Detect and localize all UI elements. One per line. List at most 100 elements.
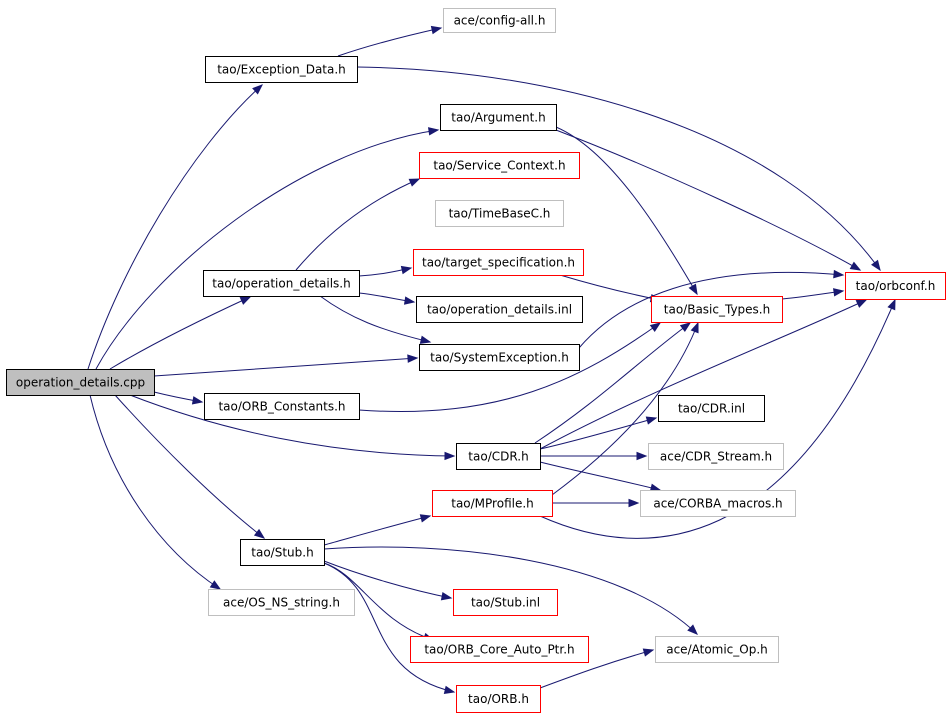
node-label: ace/Atomic_Op.h <box>666 643 768 657</box>
edge-stub_h-to-stub_inl <box>323 560 453 601</box>
edge-operation_details_cpp-to-stub_h <box>114 394 266 539</box>
node-cdr-inl[interactable]: tao/CDR.inl <box>658 395 765 422</box>
node-corba-macros[interactable]: ace/CORBA_macros.h <box>640 490 796 517</box>
node-box <box>205 56 358 83</box>
node-label: ace/config-all.h <box>454 14 546 28</box>
edge-line <box>129 394 455 457</box>
node-box <box>432 490 553 517</box>
edge-operation_details_cpp-to-argument <box>95 127 440 370</box>
node-system-exception[interactable]: tao/SystemException.h <box>419 344 580 371</box>
node-operation-details-cpp[interactable]: operation_details.cpp <box>6 369 155 396</box>
edge-arrowhead <box>407 354 419 363</box>
node-box <box>416 296 583 323</box>
node-stub-inl[interactable]: tao/Stub.inl <box>453 589 558 616</box>
node-os-ns-string[interactable]: ace/OS_NS_string.h <box>208 589 355 616</box>
node-orb-constants[interactable]: tao/ORB_Constants.h <box>204 393 360 420</box>
edge-mprofile-to-orbconf <box>539 298 896 539</box>
node-box <box>203 270 360 297</box>
node-label: tao/operation_details.h <box>212 277 350 291</box>
edge-line <box>89 394 221 590</box>
node-label: tao/SystemException.h <box>430 351 569 365</box>
node-box <box>456 685 541 713</box>
node-config-all[interactable]: ace/config-all.h <box>443 8 556 33</box>
edge-line <box>555 129 861 271</box>
edge-line <box>539 299 896 539</box>
node-box <box>440 104 557 131</box>
edge-line <box>337 27 442 57</box>
edge-cdr_h-to-cdr_stream <box>540 451 648 461</box>
node-box <box>208 589 355 616</box>
edge-line <box>358 322 661 413</box>
edge-stub_h-to-mprofile <box>323 514 432 546</box>
node-box <box>658 395 765 422</box>
edge-arrowhead <box>239 296 252 305</box>
edge-cdr_h-to-orbconf <box>539 299 868 450</box>
node-operation-details-h[interactable]: tao/operation_details.h <box>203 270 360 297</box>
edge-arrowhead <box>252 84 264 95</box>
node-label: tao/CDR.h <box>468 450 528 464</box>
edge-system_exception-to-orbconf <box>578 269 845 349</box>
node-orb-h[interactable]: tao/ORB.h <box>456 685 541 713</box>
node-orb-core-auto-ptr[interactable]: tao/ORB_Core_Auto_Ptr.h <box>410 636 589 663</box>
node-box <box>6 369 155 396</box>
node-argument[interactable]: tao/Argument.h <box>440 104 557 131</box>
node-label: tao/Stub.h <box>251 546 313 560</box>
node-stub-h[interactable]: tao/Stub.h <box>240 539 325 566</box>
node-label: ace/CDR_Stream.h <box>660 450 772 464</box>
edge-line <box>578 271 844 349</box>
edge-line <box>323 560 452 599</box>
edge-operation_details_h-to-system_exception <box>319 295 432 344</box>
edge-line <box>295 178 420 271</box>
edge-orb_constants-to-basic_types <box>358 322 662 413</box>
edge-operation_details_cpp-to-exception_data <box>87 84 264 370</box>
node-orbconf[interactable]: tao/orbconf.h <box>845 272 946 300</box>
edge-line <box>539 417 657 450</box>
edge-arrowhead <box>419 514 432 523</box>
node-basic-types[interactable]: tao/Basic_Types.h <box>651 296 783 323</box>
edge-operation_details_cpp-to-os_ns_string <box>89 394 222 590</box>
edge-arrowhead <box>649 322 662 332</box>
edge-arrowhead <box>444 451 456 461</box>
node-atomic-op[interactable]: ace/Atomic_Op.h <box>655 636 779 663</box>
edge-line <box>551 322 699 496</box>
node-timebasec[interactable]: tao/TimeBaseC.h <box>435 200 564 227</box>
node-label: tao/CDR.inl <box>678 402 745 416</box>
edge-arrowhead <box>690 321 699 334</box>
edge-line <box>323 515 431 546</box>
node-cdr-h[interactable]: tao/CDR.h <box>456 443 541 470</box>
edge-line <box>319 295 431 343</box>
node-label: tao/Argument.h <box>451 111 545 125</box>
node-label: operation_details.cpp <box>16 376 145 390</box>
node-operation-details-inl[interactable]: tao/operation_details.inl <box>416 296 583 323</box>
edge-arrowhead <box>849 261 862 271</box>
node-cdr-stream[interactable]: ace/CDR_Stream.h <box>648 443 784 470</box>
node-box <box>648 443 784 470</box>
node-label: tao/operation_details.inl <box>427 303 572 317</box>
node-target-specification[interactable]: tao/target_specification.h <box>413 249 584 276</box>
node-box <box>435 200 564 227</box>
edge-arrowhead <box>403 296 416 305</box>
node-exception-data[interactable]: tao/Exception_Data.h <box>205 56 358 83</box>
node-label: tao/MProfile.h <box>451 497 534 511</box>
edge-operation_details_h-to-operation_details_inl <box>358 292 416 305</box>
node-box <box>410 636 589 663</box>
node-label: tao/TimeBaseC.h <box>449 207 551 221</box>
edge-arrowhead <box>191 396 204 405</box>
node-label: tao/ORB_Constants.h <box>218 400 345 414</box>
node-service-context[interactable]: tao/Service_Context.h <box>419 152 580 179</box>
edge-line <box>153 357 418 377</box>
edge-arrowhead <box>688 283 698 296</box>
node-box <box>651 296 783 323</box>
edge-line <box>356 66 881 271</box>
edge-arrowhead <box>833 269 845 279</box>
edge-orb_h-to-atomic_op <box>539 648 655 689</box>
node-box <box>419 152 580 179</box>
edge-operation_details_cpp-to-cdr_h <box>129 394 456 461</box>
node-box <box>845 272 946 300</box>
node-mprofile[interactable]: tao/MProfile.h <box>432 490 553 517</box>
node-label: tao/ORB_Core_Auto_Ptr.h <box>424 643 574 657</box>
node-box <box>655 636 779 663</box>
edge-arrowhead <box>209 580 222 590</box>
edge-arrowhead <box>440 592 453 601</box>
